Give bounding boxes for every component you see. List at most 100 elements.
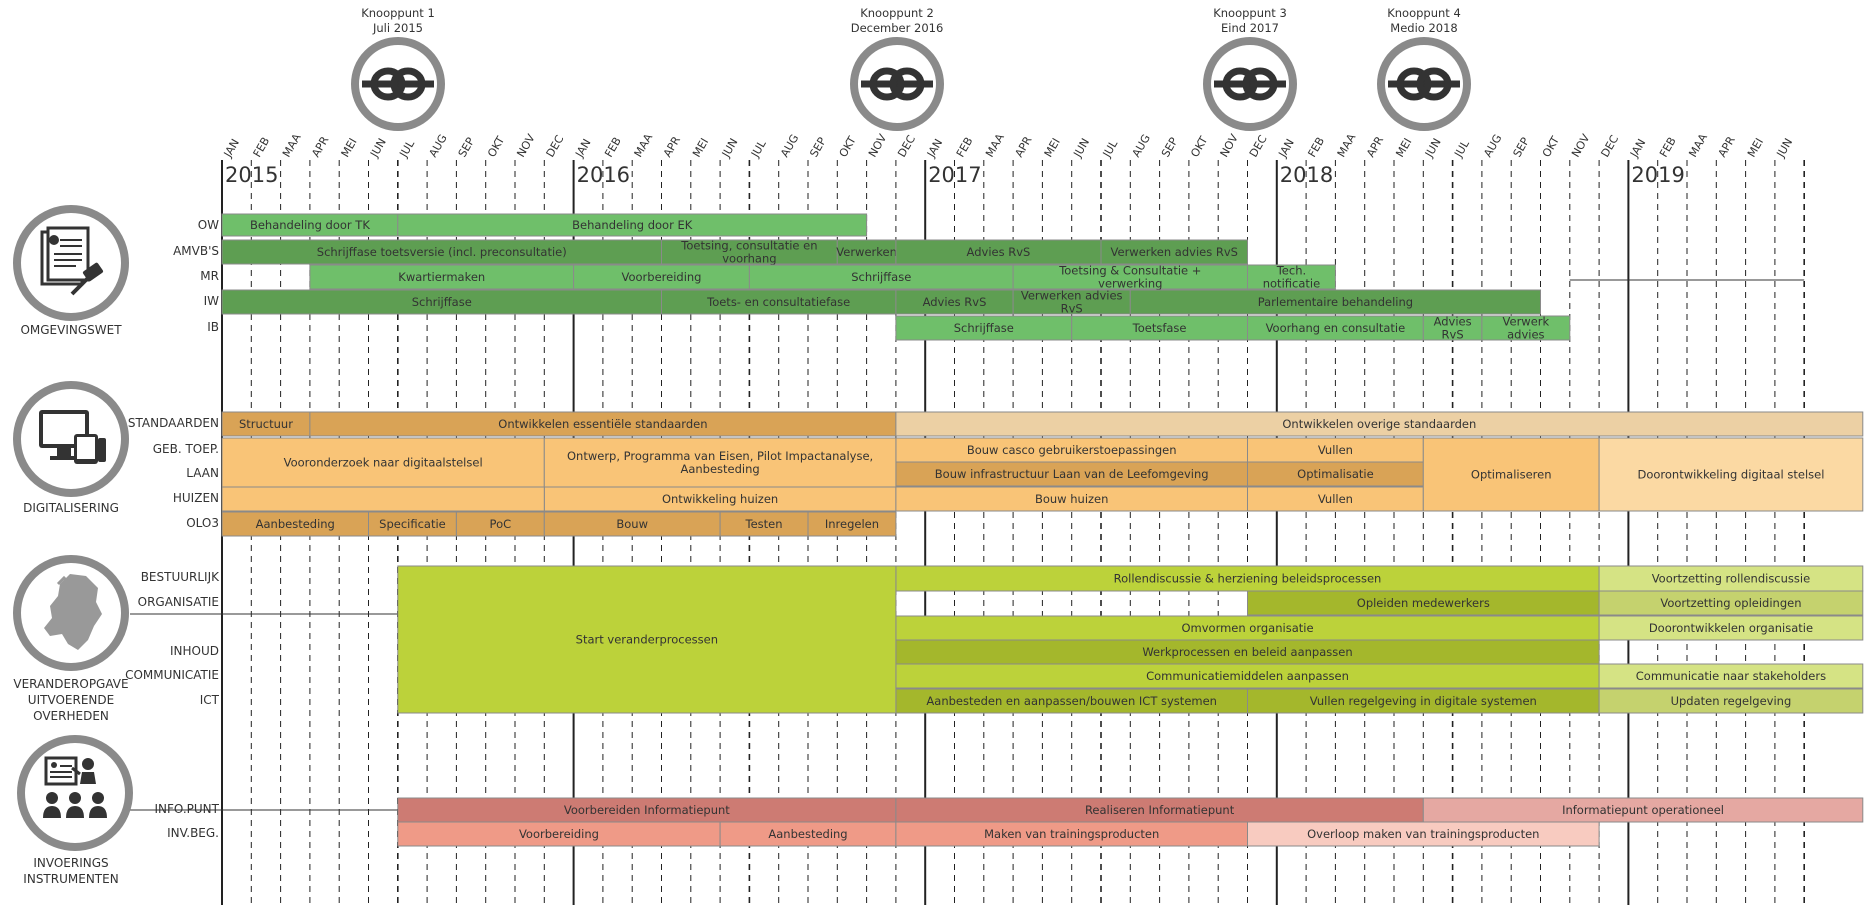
timeline-bar bbox=[895, 315, 1073, 341]
month-tick-label: SEP bbox=[1511, 135, 1533, 160]
knot-icon bbox=[850, 37, 944, 131]
bar-label: Advies bbox=[1434, 315, 1472, 329]
bar-label: Advies RvS bbox=[923, 295, 987, 309]
bar-label: Schrijffase toetsversie (incl. preconsul… bbox=[317, 245, 567, 259]
bar-label: Voorhang en consultatie bbox=[1266, 321, 1406, 335]
milestone-date: Eind 2017 bbox=[1221, 21, 1279, 35]
month-tick-label: APR bbox=[1012, 134, 1034, 160]
row-label: ORGANISATIE bbox=[137, 595, 219, 609]
document-gavel-icon bbox=[13, 205, 129, 321]
timeline-bar bbox=[1012, 264, 1248, 290]
bar-label: voorhang bbox=[722, 252, 776, 266]
bar-label: Ontwikkelen overige standaarden bbox=[1282, 417, 1476, 431]
month-tick-label: JUL bbox=[1451, 137, 1472, 160]
bar-label: Ontwerp, Programma van Eisen, Pilot Impa… bbox=[567, 449, 873, 463]
merged-block bbox=[1598, 437, 1864, 512]
merged-block bbox=[1422, 437, 1600, 512]
timeline-bar bbox=[397, 821, 721, 847]
presentation-audience-icon bbox=[17, 735, 133, 851]
timeline-bar bbox=[397, 213, 868, 237]
month-tick-label: FEB bbox=[602, 135, 624, 160]
bar-label: Tech. bbox=[1276, 264, 1306, 278]
row-label: LAAN bbox=[186, 466, 219, 480]
timeline-bar bbox=[368, 511, 457, 537]
bar-label: Communicatie naar stakeholders bbox=[1636, 669, 1826, 683]
month-tick-label: JAN bbox=[1627, 137, 1648, 161]
month-tick-label: OKT bbox=[1540, 134, 1562, 160]
milestone-title: Knooppunt 3 bbox=[1213, 6, 1287, 20]
milestone-title: Knooppunt 1 bbox=[361, 6, 435, 20]
bar-label: advies bbox=[1507, 328, 1544, 342]
timeline-bar bbox=[221, 239, 662, 265]
month-tick-label: DEC bbox=[1598, 133, 1621, 160]
month-tick-label: MAA bbox=[280, 131, 304, 159]
section-label: INVOERINGS INSTRUMENTEN bbox=[23, 856, 119, 886]
timeline-bar bbox=[895, 437, 1249, 463]
timeline-bar bbox=[895, 486, 1249, 512]
row-label: HUIZEN bbox=[172, 491, 219, 505]
bar-label: Vullen regelgeving in digitale systemen bbox=[1310, 694, 1537, 708]
timeline-bar bbox=[397, 797, 897, 823]
bar-label: notificatie bbox=[1263, 277, 1320, 291]
month-tick-label: JAN bbox=[572, 137, 593, 161]
month-tick-label: DEC bbox=[1247, 133, 1270, 160]
month-tick-label: NOV bbox=[1569, 132, 1593, 160]
section-label: OMGEVINGSWET bbox=[20, 323, 122, 337]
bar-label: Optimalisatie bbox=[1297, 467, 1374, 481]
timeline-bar bbox=[719, 511, 809, 537]
bar-label: Voorbereiding bbox=[519, 827, 599, 841]
timeline-bar bbox=[221, 511, 369, 537]
month-tick-label: APR bbox=[1364, 134, 1386, 160]
timeline-bar bbox=[1071, 315, 1248, 341]
bar-label: Aanbesteding bbox=[768, 827, 847, 841]
milestone-date: Medio 2018 bbox=[1390, 21, 1458, 35]
month-tick-label: APR bbox=[309, 134, 331, 160]
bar-label: RvS bbox=[1442, 328, 1464, 342]
month-tick-label: DEC bbox=[544, 133, 567, 160]
bar-label: Realiseren Informatiepunt bbox=[1085, 803, 1235, 817]
month-tick-label: JUN bbox=[719, 136, 741, 160]
timeline-bar bbox=[1247, 590, 1600, 616]
month-tick-label: JUN bbox=[1774, 136, 1796, 160]
devices-icon bbox=[13, 381, 129, 497]
month-tick-label: JUN bbox=[1422, 136, 1444, 160]
timeline-bar bbox=[895, 289, 1014, 315]
bar-label: Behandeling door EK bbox=[572, 218, 693, 232]
bar-label: Specificatie bbox=[379, 517, 446, 531]
bar-label: Verwerk bbox=[1503, 315, 1550, 329]
bar-label: Bouw bbox=[616, 517, 648, 531]
timeline-bar bbox=[895, 639, 1600, 665]
timeline-bar bbox=[573, 264, 750, 290]
bar-label: Bouw infrastructuur Laan van de Leefomge… bbox=[935, 467, 1209, 481]
merged-block bbox=[397, 565, 897, 714]
month-tick-label: AUG bbox=[426, 132, 449, 159]
month-tick-label: FEB bbox=[954, 135, 976, 160]
month-tick-label: FEB bbox=[1305, 135, 1327, 160]
bar-label: Vooronderzoek naar digitaalstelsel bbox=[284, 456, 483, 470]
month-tick-label: FEB bbox=[1657, 135, 1679, 160]
timeline-bar bbox=[895, 688, 1249, 714]
month-tick-label: FEB bbox=[251, 135, 273, 160]
timeline-bar bbox=[1598, 565, 1864, 592]
month-tick-label: MAA bbox=[632, 131, 656, 159]
bar-label: Toetsing & Consultatie + bbox=[1058, 264, 1201, 278]
bar-label: Bouw casco gebruikerstoepassingen bbox=[967, 443, 1177, 457]
timeline-bar bbox=[1598, 663, 1864, 689]
timeline-bar bbox=[309, 264, 575, 290]
timeline-bar bbox=[455, 511, 545, 537]
bar-label: Voortzetting rollendiscussie bbox=[1652, 572, 1810, 586]
timeline-bar bbox=[543, 511, 721, 537]
bar-label: Schrijffase bbox=[954, 321, 1014, 335]
row-label: STANDAARDEN bbox=[127, 416, 219, 430]
month-tick-label: AUG bbox=[1130, 132, 1153, 159]
knot-icon bbox=[1377, 37, 1471, 131]
bar-label: Vullen bbox=[1318, 443, 1353, 457]
bar-label: Doorontwikkelen organisatie bbox=[1649, 621, 1813, 635]
month-tick-label: NOV bbox=[514, 132, 538, 160]
month-tick-label: OKT bbox=[485, 134, 507, 160]
timeline-bar bbox=[1247, 264, 1336, 290]
bar-label: Aanbesteding bbox=[680, 462, 759, 476]
timeline-bar bbox=[1598, 688, 1864, 714]
